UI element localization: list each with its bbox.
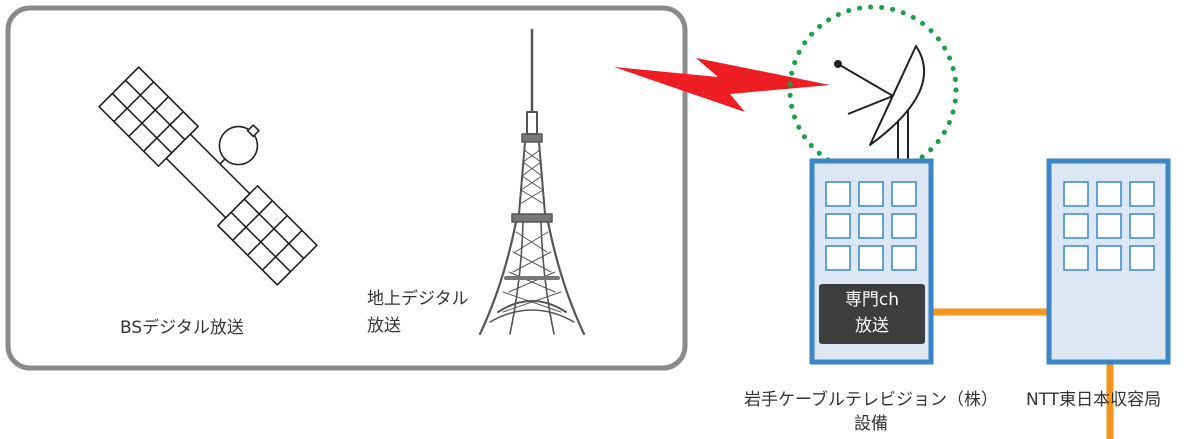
specialty-channel-box: [819, 284, 925, 344]
cable-company-facility: 設備: [854, 414, 888, 434]
signal-bolt-icon: [614, 58, 830, 112]
specialty-label-line1: 専門ch: [844, 290, 900, 310]
specialty-label-line2: 放送: [855, 316, 889, 336]
terrestrial-label-line1: 地上デジタル: [367, 289, 469, 309]
bs-digital-label: BSデジタル放送: [120, 318, 244, 338]
satellite-icon: [98, 66, 318, 286]
ntt-office-label: NTT東日本収容局: [1026, 390, 1162, 410]
cable-building-icon: [809, 158, 934, 365]
cable-company-name: 岩手ケーブルテレビジョン（株）: [744, 390, 998, 410]
broadcast-sources-frame: [5, 5, 688, 371]
tower-icon: [478, 28, 586, 336]
terrestrial-label-line2: 放送: [367, 316, 401, 336]
dish-antenna-icon: [834, 45, 925, 160]
dish-highlight-ring: [787, 4, 959, 176]
ntt-building-icon: [1046, 158, 1171, 365]
